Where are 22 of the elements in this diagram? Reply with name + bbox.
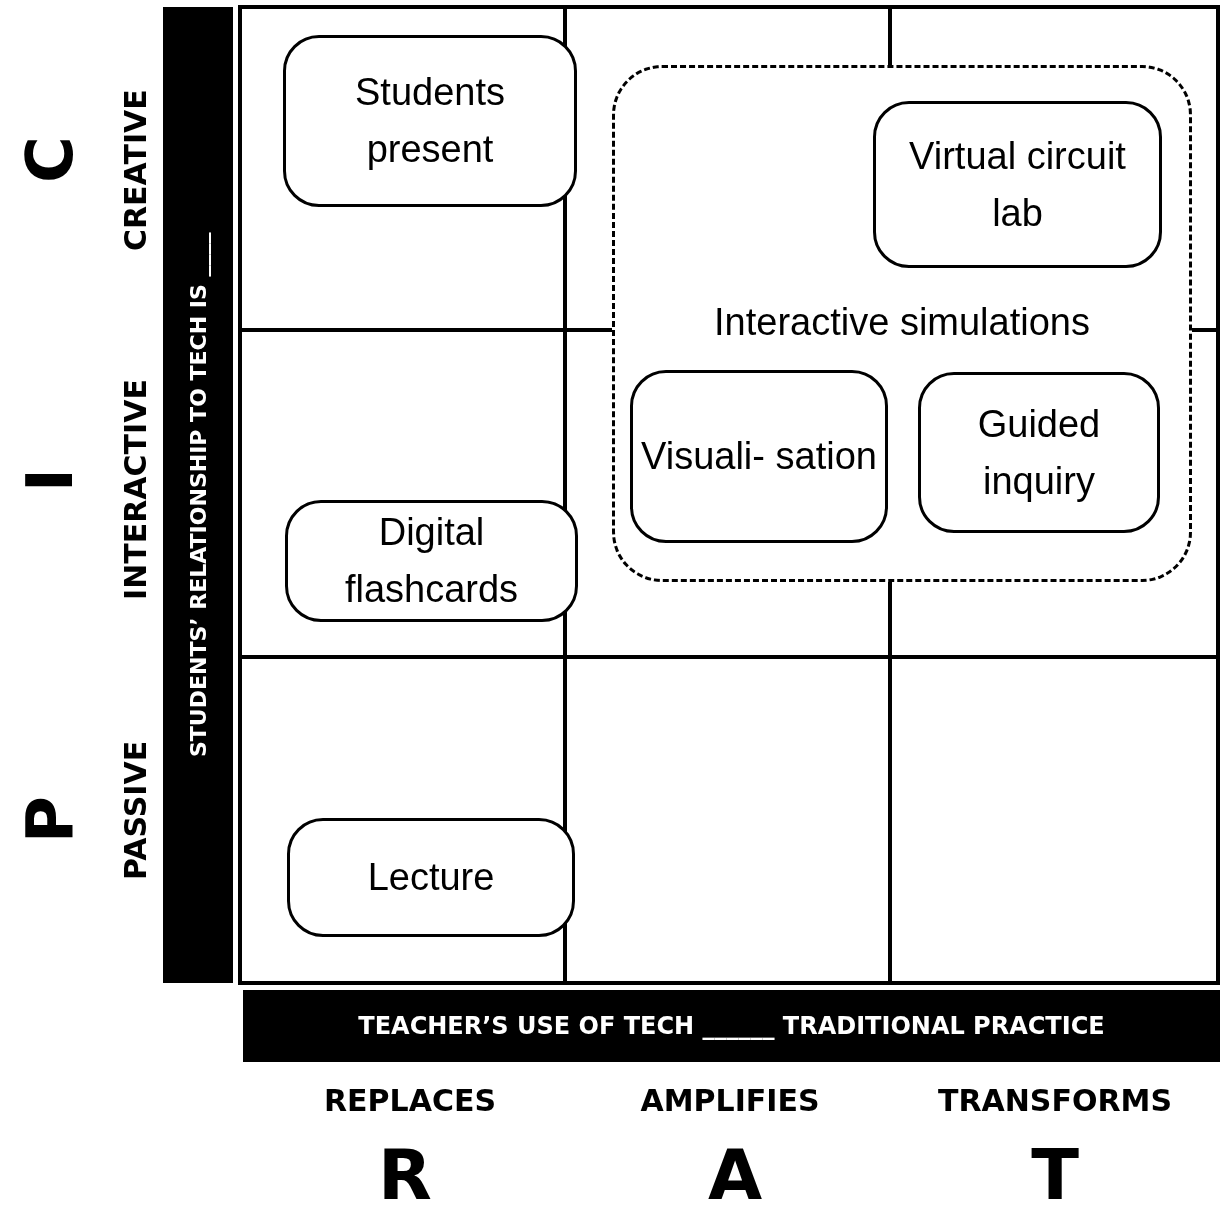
axis-letter: R bbox=[378, 1134, 432, 1211]
axis-title: STUDENTS’ RELATIONSHIP TO TECH IS ____ bbox=[185, 232, 211, 758]
axis-letter: I bbox=[13, 468, 87, 492]
dashed-group-box bbox=[612, 65, 1192, 582]
axis-letter: P bbox=[13, 796, 87, 844]
axis-label: TRANSFORMS bbox=[937, 1082, 1173, 1118]
axis-label: PASSIVE bbox=[117, 740, 153, 880]
activity-box: Guided inquiry bbox=[918, 372, 1160, 533]
axis-letter: C bbox=[13, 136, 87, 184]
axis-label: INTERACTIVE bbox=[117, 379, 153, 601]
activity-box: Students present bbox=[283, 35, 577, 207]
group-title: Interactive simulations bbox=[713, 301, 1091, 344]
axis-letter: A bbox=[707, 1134, 763, 1211]
axis-label: AMPLIFIES bbox=[640, 1082, 820, 1118]
axis-label: REPLACES bbox=[324, 1082, 496, 1118]
activity-box: Digital flashcards bbox=[285, 500, 578, 622]
activity-box: Lecture bbox=[287, 818, 575, 937]
activity-box: Visuali- sation bbox=[630, 370, 888, 543]
activity-box: Virtual circuit lab bbox=[873, 101, 1162, 268]
axis-letter: T bbox=[1031, 1134, 1079, 1211]
axis-title: TEACHER’S USE OF TECH ______ TRADITIONAL PRACTICE bbox=[358, 1012, 1105, 1040]
axis-label: CREATIVE bbox=[117, 89, 153, 251]
